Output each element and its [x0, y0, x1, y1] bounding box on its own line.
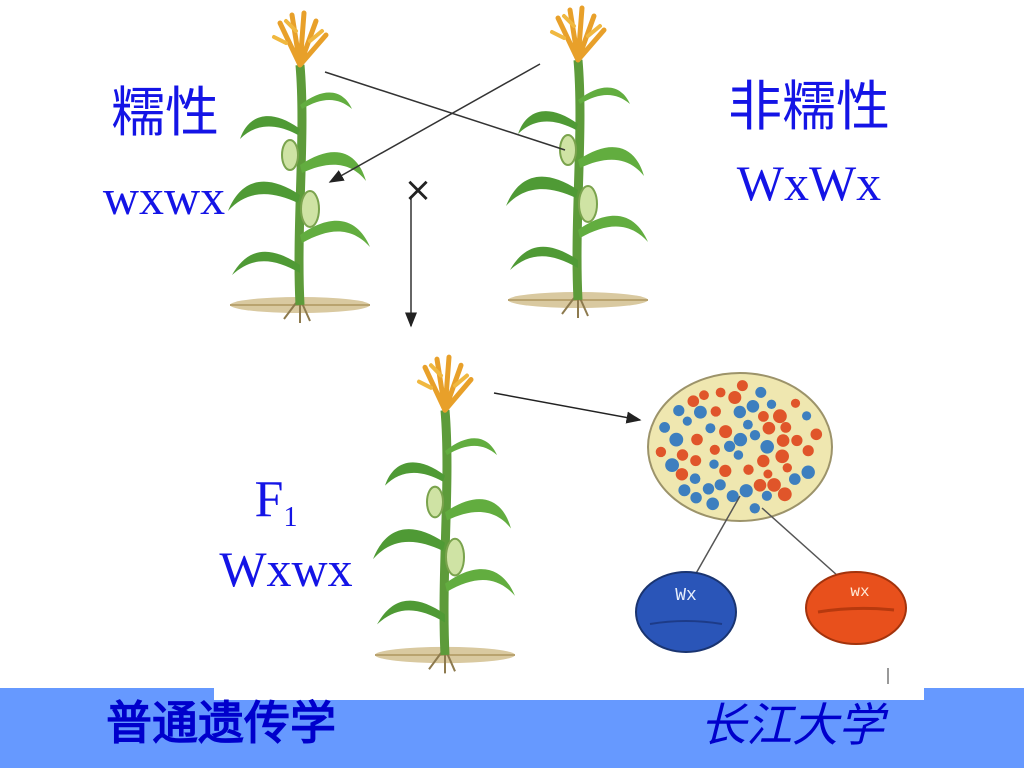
recessive-pollen-dot	[758, 411, 769, 422]
dominant-pollen-dot	[760, 440, 774, 454]
recessive-pollen-dot	[736, 380, 748, 392]
dominant-pollen-dot	[714, 479, 726, 491]
recessive-pollen-dot	[676, 449, 689, 461]
dominant-pollen-dot	[724, 440, 736, 452]
school-name: 长江大学	[700, 698, 884, 752]
dominant-pollen-dot	[706, 497, 719, 511]
recessive-pollen-dot	[775, 449, 789, 464]
dominant-pollen-dot	[659, 422, 670, 433]
recessive-pollen-dot	[790, 398, 801, 408]
recessive-pollen-dot	[743, 464, 754, 475]
recessive-pollen-dot	[710, 406, 721, 417]
waxy-trait-label: 糯性	[111, 83, 219, 143]
recessive-pollen-dot	[691, 433, 703, 446]
f1-genotype-label: Wxwx	[219, 541, 353, 597]
dominant-pollen-dot	[746, 400, 760, 413]
dominant-allele-label: Wx	[675, 586, 697, 606]
dominant-pollen-dot	[705, 423, 716, 434]
recessive-pollen-dot	[655, 446, 667, 458]
dominant-pollen-dot	[733, 405, 746, 419]
waxy-maize-plant	[228, 13, 370, 323]
dominant-pollen-dot	[739, 484, 753, 498]
waxy-genotype-label: wxwx	[102, 169, 226, 225]
recessive-pollen-dot	[767, 478, 781, 492]
f1-generation-label: F1	[236, 471, 316, 532]
dominant-pollen-dot	[682, 416, 692, 426]
dominant-pollen-dot	[755, 386, 767, 398]
recessive-pollen-dot	[780, 422, 792, 433]
pollen-line-recessive	[761, 507, 839, 577]
recessive-pollen-dot	[690, 455, 702, 467]
dominant-pollen-dot	[669, 432, 684, 447]
nonwaxy-maize-plant	[506, 8, 648, 318]
pollen-arrow-right-to-left	[328, 63, 541, 183]
recessive-pollen-dot	[687, 395, 700, 408]
recessive-pollen-dot	[757, 454, 770, 468]
recessive-pollen-dot	[810, 428, 823, 441]
dominant-pollen-dot	[801, 465, 815, 479]
dominant-pollen-dot	[689, 473, 701, 485]
dominant-pollen-dot	[678, 484, 691, 497]
dominant-pollen-grain: Wx	[635, 571, 737, 653]
recessive-pollen-dot	[791, 434, 803, 447]
pollen-line-left-to-right	[324, 71, 566, 151]
recessive-pollen-dot	[709, 444, 720, 455]
recessive-pollen-dot	[699, 390, 709, 401]
recessive-pollen-dot	[719, 464, 732, 477]
course-title: 普通遗传学	[106, 696, 336, 750]
recessive-pollen-dot	[776, 434, 790, 447]
f1-subscript: 1	[283, 502, 298, 533]
dominant-pollen-dot	[702, 483, 715, 495]
dominant-pollen-dot	[709, 459, 719, 469]
dominant-pollen-dot	[690, 492, 702, 504]
recessive-pollen-dot	[719, 425, 733, 439]
dominant-pollen-dot	[761, 490, 773, 501]
f1-maize-plant	[373, 357, 515, 673]
recessive-pollen-dot	[715, 387, 726, 398]
dominant-pollen-dot	[743, 419, 753, 430]
dominant-pollen-dot	[733, 450, 744, 460]
recessive-pollen-dot	[773, 409, 787, 424]
recessive-allele-label: wx	[850, 583, 869, 601]
pollen-mass	[647, 372, 833, 522]
nonwaxy-trait-label: 非糯性	[728, 77, 890, 137]
recessive-pollen-dot	[802, 445, 814, 457]
dominant-pollen-dot	[673, 405, 685, 417]
pollen-line-dominant	[689, 495, 741, 585]
cross-symbol: ×	[403, 170, 433, 210]
dominant-pollen-dot	[766, 399, 777, 409]
recessive-pollen-dot	[762, 421, 776, 435]
recessive-pollen-grain: wx	[805, 571, 907, 645]
recessive-pollen-dot	[675, 468, 689, 481]
footer-divider	[214, 688, 924, 700]
dominant-pollen-dot	[733, 432, 748, 447]
dominant-pollen-dot	[665, 458, 679, 472]
dominant-pollen-dot	[749, 503, 760, 514]
pollen-arrow	[493, 392, 642, 424]
nonwaxy-genotype-label: WxWx	[736, 155, 882, 211]
dominant-pollen-dot	[749, 430, 761, 441]
recessive-pollen-dot	[728, 391, 742, 404]
dominant-pollen-dot	[694, 405, 707, 419]
recessive-pollen-dot	[753, 479, 767, 492]
recessive-pollen-dot	[777, 487, 792, 502]
dominant-pollen-dot	[789, 473, 801, 485]
recessive-pollen-dot	[782, 463, 792, 473]
recessive-pollen-dot	[763, 469, 773, 479]
dominant-pollen-dot	[802, 411, 812, 421]
footer-bar	[0, 688, 1024, 768]
f1-letter: F	[254, 471, 284, 528]
dominant-pollen-dot	[726, 490, 739, 503]
